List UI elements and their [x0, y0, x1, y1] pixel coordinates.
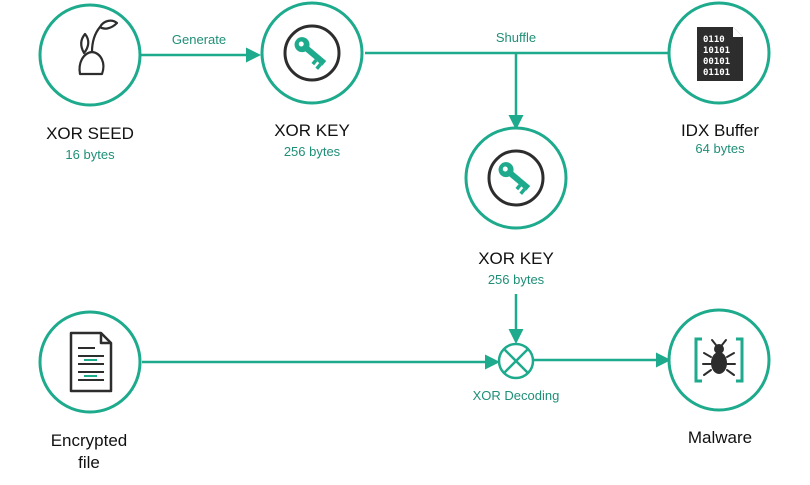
binary-file-icon: 0110 10101 00101 01101 — [697, 27, 743, 81]
document-icon — [69, 331, 113, 393]
xor-seed-node: XOR SEED 16 bytes — [38, 3, 142, 162]
encrypted-file-title-line-1: Encrypted — [51, 431, 128, 450]
xor-decoding-label: XOR Decoding — [473, 388, 560, 403]
xor-key-2-size: 256 bytes — [488, 272, 545, 287]
xor-seed-title: XOR SEED — [46, 124, 134, 143]
xor-key-1-title: XOR KEY — [274, 121, 350, 140]
xor-key-node-2: XOR KEY 256 bytes — [464, 126, 568, 287]
encrypted-file-node: Encrypted file — [38, 310, 142, 472]
binary-line-2: 10101 — [703, 46, 730, 56]
xor-key-node-1: XOR KEY 256 bytes — [260, 1, 364, 159]
key-icon — [487, 149, 545, 207]
xor-key-2-title: XOR KEY — [478, 249, 554, 268]
idx-buffer-title: IDX Buffer — [681, 121, 759, 140]
key-icon — [283, 24, 341, 82]
binary-line-3: 00101 — [703, 57, 730, 67]
xor-seed-size: 16 bytes — [65, 147, 115, 162]
xor-key-1-size: 256 bytes — [284, 144, 341, 159]
malware-node: Malware — [667, 308, 771, 447]
binary-line-1: 0110 — [703, 35, 725, 45]
encrypted-file-title-line-2: file — [78, 453, 100, 472]
idx-buffer-node: 0110 10101 00101 01101 IDX Buffer 64 byt… — [667, 1, 771, 156]
xor-operator — [497, 342, 535, 380]
binary-line-4: 01101 — [703, 68, 730, 78]
shuffle-label: Shuffle — [496, 30, 536, 45]
idx-buffer-size: 64 bytes — [695, 141, 745, 156]
malware-title: Malware — [688, 428, 752, 447]
bug-icon — [694, 337, 744, 383]
generate-label: Generate — [172, 32, 226, 47]
seed-sprout-icon — [78, 19, 119, 76]
